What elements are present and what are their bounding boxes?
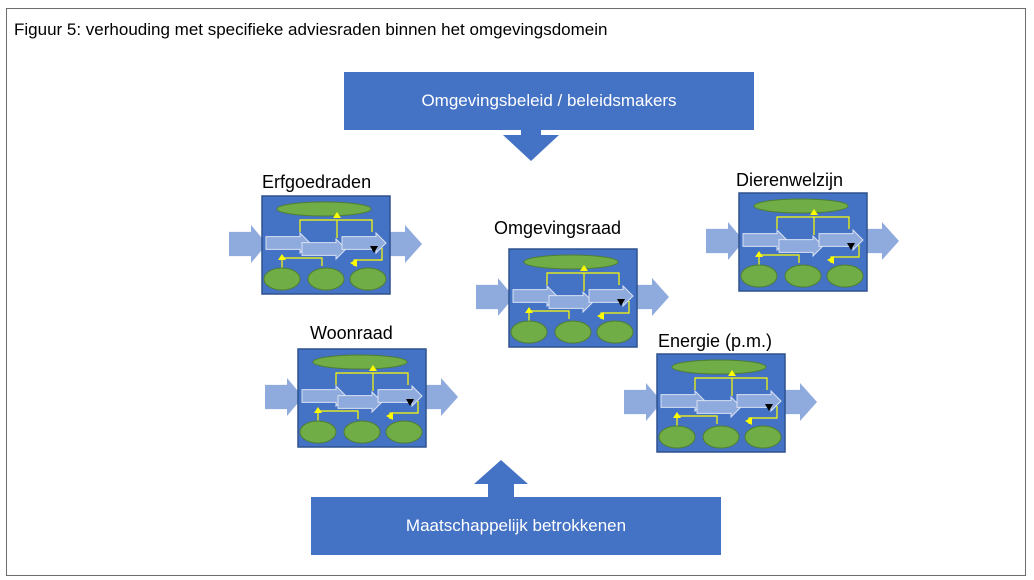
process-panel-erfgoedraden [229, 195, 422, 295]
marker-triangle-icon [406, 399, 414, 406]
connector-line [317, 410, 359, 421]
output-arrow-icon [425, 378, 458, 416]
connector-line [528, 310, 570, 321]
marker-triangle-icon [847, 243, 855, 250]
process-step-arrow-icon [778, 234, 824, 258]
bottom-ellipse [554, 320, 592, 344]
panel-title-woonraad: Woonraad [310, 323, 393, 343]
bottom-ellipse [299, 420, 337, 444]
bottom-ellipse [740, 264, 778, 288]
down-arrow-icon [503, 130, 559, 161]
bottom-ellipse [826, 264, 864, 288]
figure-frame [6, 8, 1026, 576]
bottom-ellipse [702, 425, 740, 449]
bottom-ellipse [658, 425, 696, 449]
top-ellipse [312, 354, 408, 370]
connector-arrowhead-icon [333, 212, 341, 218]
connector-line [299, 219, 373, 232]
panel-title-energie: Energie (p.m.) [658, 331, 773, 351]
process-panel-energie [624, 353, 817, 453]
connector-arrowhead-icon [745, 417, 752, 425]
connector-arrowhead-icon [525, 307, 533, 313]
bottom-box-label: Maatschappelijk betrokkenen [405, 516, 627, 535]
connector-line [546, 272, 620, 285]
up-arrow-icon [474, 460, 528, 497]
connector-arrowhead-icon [580, 265, 588, 271]
top-ellipse [753, 198, 849, 214]
process-step-arrow-icon [337, 390, 383, 414]
output-arrow-icon [784, 383, 817, 421]
marker-triangle-icon [370, 246, 378, 253]
process-panel-omgevingsraad [476, 248, 669, 348]
connector-arrowhead-icon [827, 256, 834, 264]
bottom-ellipse [744, 425, 782, 449]
connector-line [758, 254, 800, 265]
top-box-policy: Omgevingsbeleid / beleidsmakers [344, 72, 754, 130]
bottom-ellipse [349, 267, 387, 291]
connector-arrowhead-icon [386, 412, 393, 420]
bottom-ellipse [784, 264, 822, 288]
panel-title-omgevingsraad: Omgevingsraad [494, 218, 622, 238]
panel-title-erfgoedraden: Erfgoedraden [262, 172, 372, 192]
top-box-label: Omgevingsbeleid / beleidsmakers [421, 91, 677, 110]
bottom-ellipse [343, 420, 381, 444]
connector-arrowhead-icon [810, 209, 818, 215]
connector-arrowhead-icon [728, 370, 736, 376]
connector-arrowhead-icon [314, 407, 322, 413]
bottom-ellipse [263, 267, 301, 291]
input-arrow-icon [476, 278, 514, 316]
panel-title-dierenwelzijn: Dierenwelzijn [736, 170, 844, 190]
connector-line [676, 415, 718, 426]
connector-line [281, 257, 323, 268]
connector-arrowhead-icon [350, 259, 357, 267]
process-panel-dierenwelzijn [706, 192, 899, 292]
connector-arrowhead-icon [755, 251, 763, 257]
top-ellipse [276, 201, 372, 217]
output-arrow-icon [636, 278, 669, 316]
input-arrow-icon [706, 222, 744, 260]
process-step-arrow-icon [301, 237, 347, 261]
connector-arrowhead-icon [597, 312, 604, 320]
input-arrow-icon [229, 225, 267, 263]
connector-line [335, 372, 409, 385]
process-step-arrow-icon [548, 290, 594, 314]
bottom-ellipse [307, 267, 345, 291]
connector-line [694, 377, 768, 390]
input-arrow-icon [265, 378, 303, 416]
bottom-ellipse [385, 420, 423, 444]
bottom-ellipse [596, 320, 634, 344]
bottom-box-stakeholders: Maatschappelijk betrokkenen [311, 497, 721, 555]
connector-arrowhead-icon [673, 412, 681, 418]
output-arrow-icon [389, 225, 422, 263]
marker-triangle-icon [765, 404, 773, 411]
figure-caption: Figuur 5: verhouding met specifieke advi… [14, 20, 608, 39]
input-arrow-icon [624, 383, 662, 421]
process-panel-woonraad [265, 348, 458, 448]
connector-line [776, 216, 850, 229]
top-ellipse [671, 359, 767, 375]
connector-arrowhead-icon [369, 365, 377, 371]
bottom-ellipse [510, 320, 548, 344]
marker-triangle-icon [617, 299, 625, 306]
output-arrow-icon [866, 222, 899, 260]
connector-arrowhead-icon [278, 254, 286, 260]
process-step-arrow-icon [696, 395, 742, 419]
top-ellipse [523, 254, 619, 270]
